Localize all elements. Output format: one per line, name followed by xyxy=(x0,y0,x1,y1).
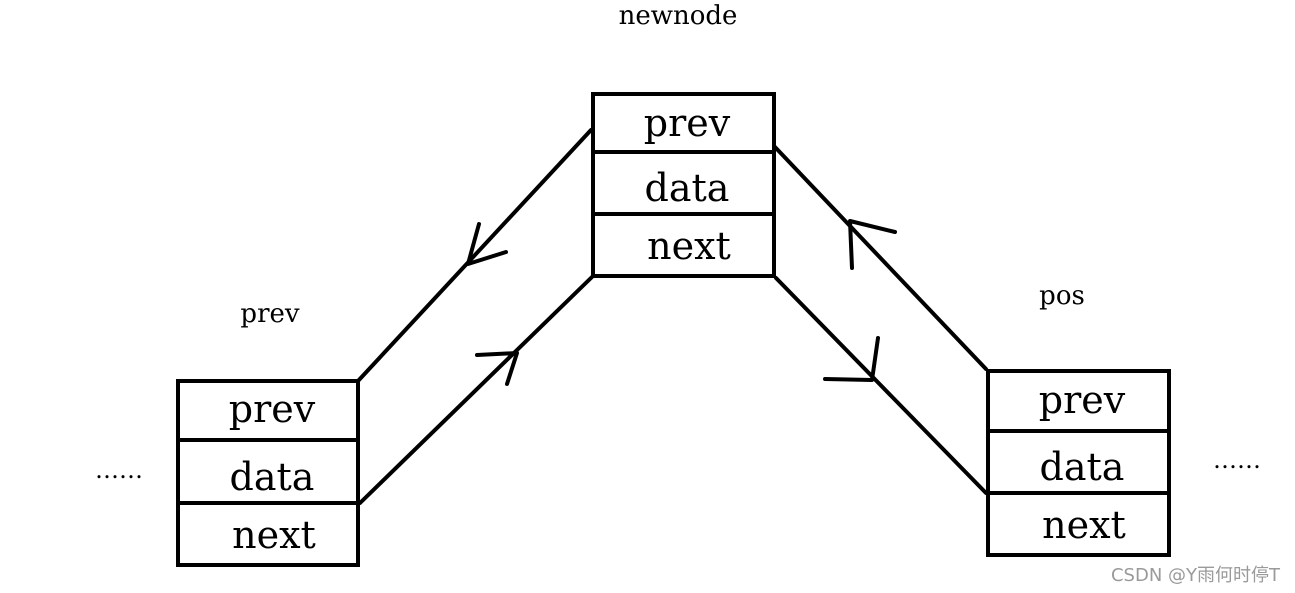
node-prev-field-next: next xyxy=(232,513,316,557)
node-newnode: newnode prev data next xyxy=(591,1,776,278)
node-newnode-field-prev: prev xyxy=(644,101,731,145)
node-pos: pos prev data next xyxy=(986,281,1171,557)
link-newnode-next-to-pos xyxy=(774,276,988,495)
node-prev-title: prev xyxy=(240,299,299,329)
node-pos-field-prev: prev xyxy=(1039,378,1126,422)
arrowhead-up-right-icon xyxy=(475,351,519,386)
node-newnode-title: newnode xyxy=(619,1,738,31)
link-prev-next-to-newnode xyxy=(358,274,595,505)
ellipsis-right: …… xyxy=(1213,446,1261,474)
node-pos-field-data: data xyxy=(1040,445,1125,489)
arrowhead-up-left-icon xyxy=(848,219,897,270)
arrowhead-down-right-icon xyxy=(823,336,880,382)
node-newnode-box xyxy=(591,92,776,278)
node-pos-title: pos xyxy=(1039,281,1085,311)
arrowhead-down-left-icon xyxy=(466,222,508,266)
node-pos-box xyxy=(986,369,1171,557)
node-newnode-field-data: data xyxy=(645,166,730,210)
watermark: CSDN @Y雨何时停T xyxy=(1111,565,1281,586)
link-newnode-prev-to-prev xyxy=(356,128,593,383)
ellipsis-left: …… xyxy=(95,456,143,484)
node-prev-field-prev: prev xyxy=(229,387,316,431)
node-pos-field-next: next xyxy=(1042,503,1126,547)
node-prev-box xyxy=(176,379,360,567)
node-newnode-field-next: next xyxy=(647,224,731,268)
node-prev: prev prev data next xyxy=(176,299,360,567)
node-prev-field-data: data xyxy=(230,455,315,499)
link-pos-prev-to-newnode xyxy=(772,144,988,371)
